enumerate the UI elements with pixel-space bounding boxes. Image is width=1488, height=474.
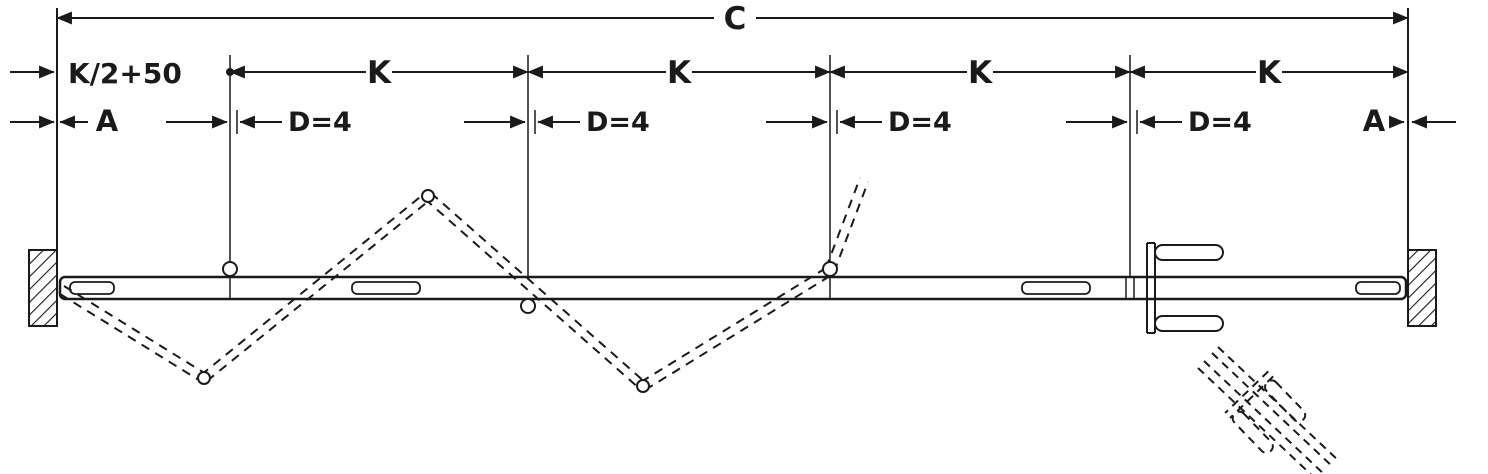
handle-hook-bottom [1154,315,1224,332]
pivot-circle-2 [520,298,536,314]
dim-label-k-2: K [667,55,692,91]
glide-4 [1355,281,1401,295]
right-wall-hatch [1407,249,1437,327]
ghost-panel-5-edge-b [825,177,861,269]
glide-1 [69,281,115,295]
fold-joint-circle-3 [636,379,650,393]
fold-joint-circle-1 [197,371,211,385]
stack-hardware-ghost [1224,370,1307,454]
stack-door-edge-b [1229,375,1274,419]
glide-2 [351,281,421,295]
dim-label-a-left: A [96,104,119,138]
pivot-circle-1 [222,261,238,277]
dimension-row-a-d: A D=4 D=4 D=4 D=4 A [10,104,1456,138]
stack-panel-edge-2 [1203,360,1326,474]
fold-joint-circle-2 [421,189,435,203]
walls [28,249,1437,327]
door-hardware [1146,242,1224,334]
dim-label-k-3: K [968,55,993,91]
left-wall-hatch [28,249,58,327]
glide-3 [1021,281,1091,295]
dim-label-a-right: A [1363,104,1386,138]
ghost-panel-4-edge-b [640,267,827,383]
stack-panel-edge-1 [1197,367,1312,474]
track-pivot-circles [222,261,838,314]
stack-hook-top [1264,379,1307,423]
dim-label-c: C [724,1,747,37]
ghost-panel-2-edge-a [206,198,432,382]
track-profile [58,275,1408,301]
handle-hook-top [1154,244,1224,261]
folded-stack-ghost [1197,346,1341,474]
dim-label-k-4: K [1257,55,1282,91]
ghost-panel-5-edge-a [833,181,869,273]
stack-door-edge-a [1224,370,1269,414]
ghost-fold-joints [197,189,650,393]
track-assembly [58,275,1408,301]
ghost-panel-4-edge-a [644,275,831,391]
dim-label-k-half: K/2+50 [68,57,182,90]
pivot-circle-3 [822,261,838,277]
dim-label-d-4: D=4 [1188,107,1252,138]
ghost-panel-2-edge-b [200,192,426,376]
extension-lines [56,8,1409,250]
pivot-axis-lines [229,55,1131,299]
stack-panel-edge-4 [1217,346,1341,463]
ghost-panel-1-edge-b [63,285,207,375]
ghost-panel-1-edge-a [59,293,203,383]
dim-label-d-3: D=4 [888,107,952,138]
folded-panels-ghost [59,177,869,391]
dimension-row-k: K/2+50 K K K K [10,55,1409,91]
stack-hook-bottom [1231,410,1274,454]
stack-panel-edge-3 [1211,352,1335,469]
dimension-c: C [56,1,1409,37]
dim-label-d-2: D=4 [586,107,650,138]
dim-label-k-1: K [367,55,392,91]
dim-label-d-1: D=4 [288,107,352,138]
